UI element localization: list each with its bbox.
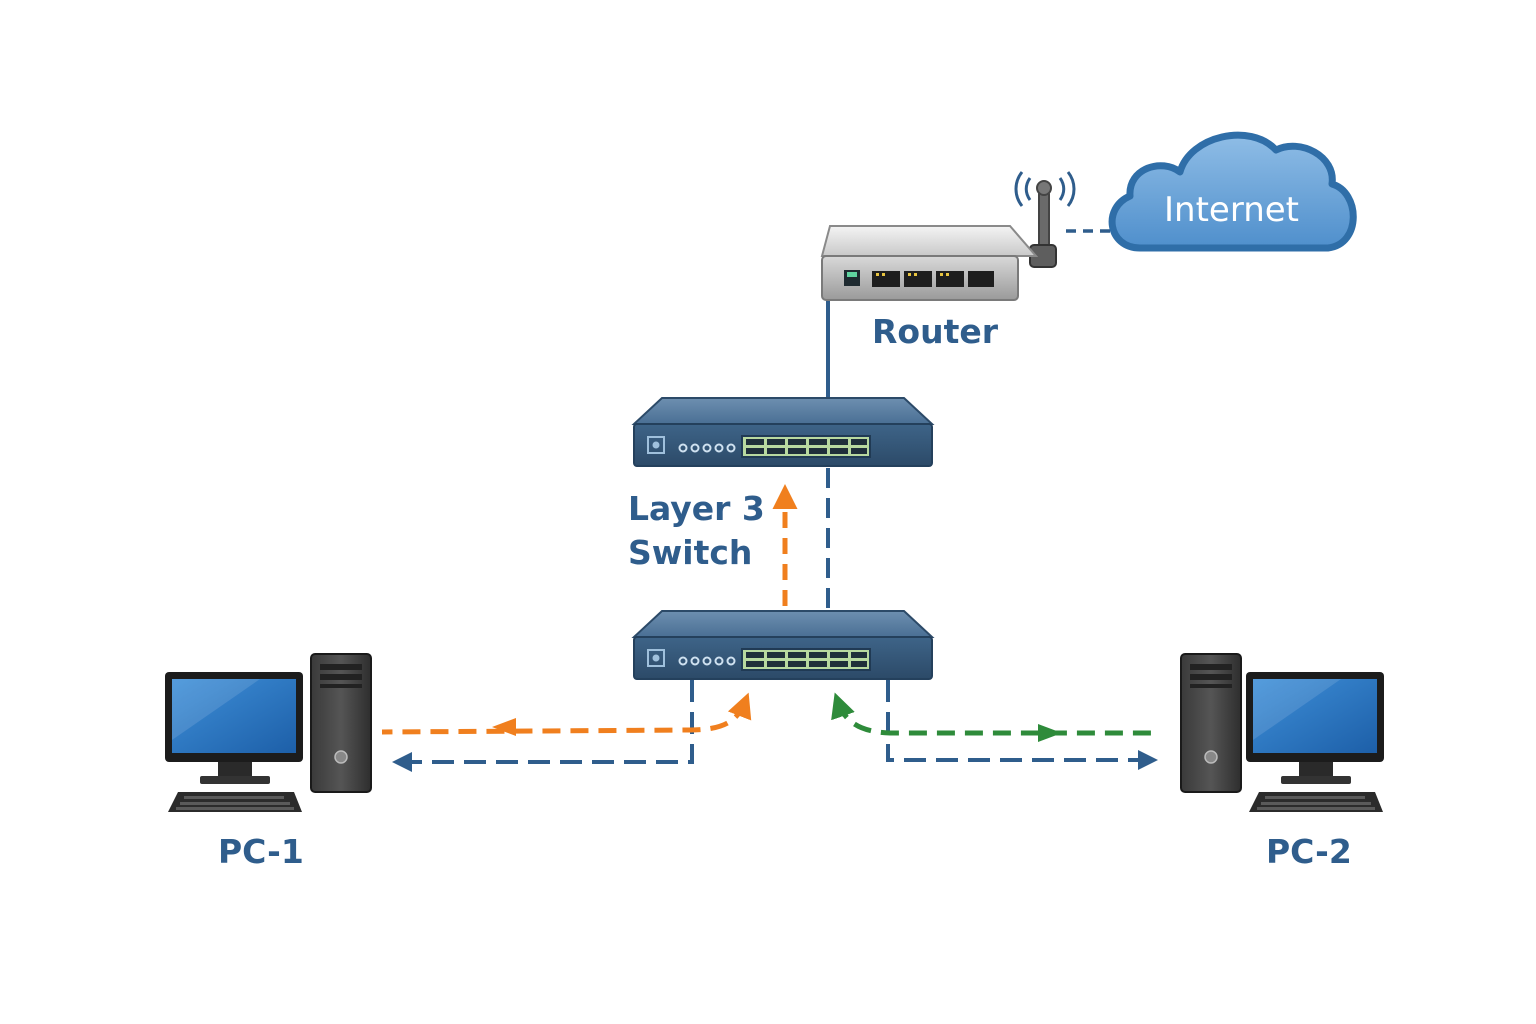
antenna-icon xyxy=(1014,171,1076,268)
switch-icon xyxy=(631,610,935,680)
switch-label-line2: Switch xyxy=(628,533,753,572)
pc1-orange-midarrow xyxy=(492,718,516,736)
pc1-label: PC-1 xyxy=(218,832,304,871)
router-label: Router xyxy=(872,312,999,351)
internet-label: Internet xyxy=(1164,190,1300,230)
cloud-icon xyxy=(1108,131,1357,252)
pc2-blue-link xyxy=(886,680,1158,770)
switch-label: Layer 3 Switch xyxy=(628,487,765,575)
pc2-green-flow xyxy=(831,692,1158,736)
switch-label-line1: Layer 3 xyxy=(628,489,765,528)
switch-icon xyxy=(631,397,935,467)
pc-icon xyxy=(165,653,372,812)
pc2-label: PC-2 xyxy=(1266,832,1352,871)
router-icon xyxy=(820,171,1076,301)
pc1-blue-link xyxy=(392,680,694,772)
pc2-green-midarrow xyxy=(1038,724,1062,742)
links xyxy=(381,229,1158,772)
pc-icon xyxy=(1180,653,1384,812)
pc1-orange-flow xyxy=(381,692,752,735)
